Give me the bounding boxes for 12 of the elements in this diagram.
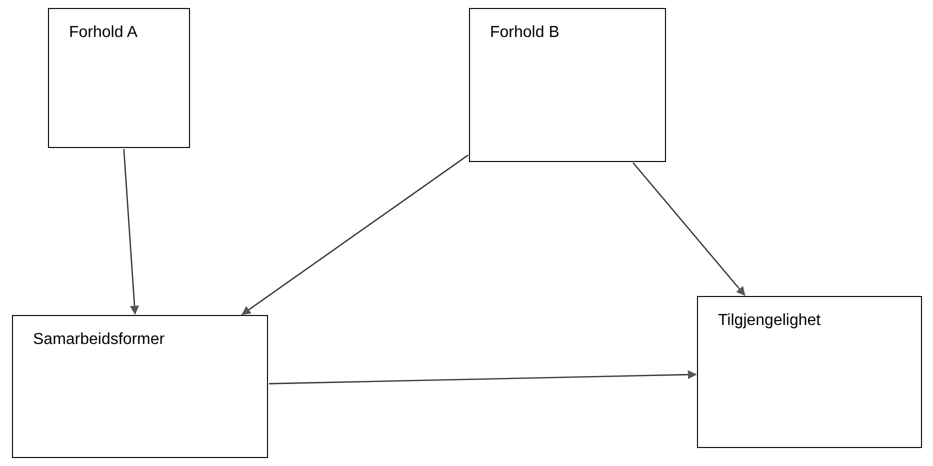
arrow xyxy=(123,148,140,315)
arrow xyxy=(268,370,697,384)
arrow xyxy=(241,154,469,315)
process-box xyxy=(697,296,922,448)
process-box xyxy=(48,8,190,148)
box-label: Tilgjengelighet xyxy=(718,311,822,331)
arrow xyxy=(632,162,746,296)
process-box xyxy=(12,315,268,458)
box-label: Forhold A xyxy=(69,23,138,43)
box-label: Forhold B xyxy=(490,23,560,43)
box-label: Samarbeidsformer xyxy=(33,330,166,350)
process-box xyxy=(469,8,666,162)
